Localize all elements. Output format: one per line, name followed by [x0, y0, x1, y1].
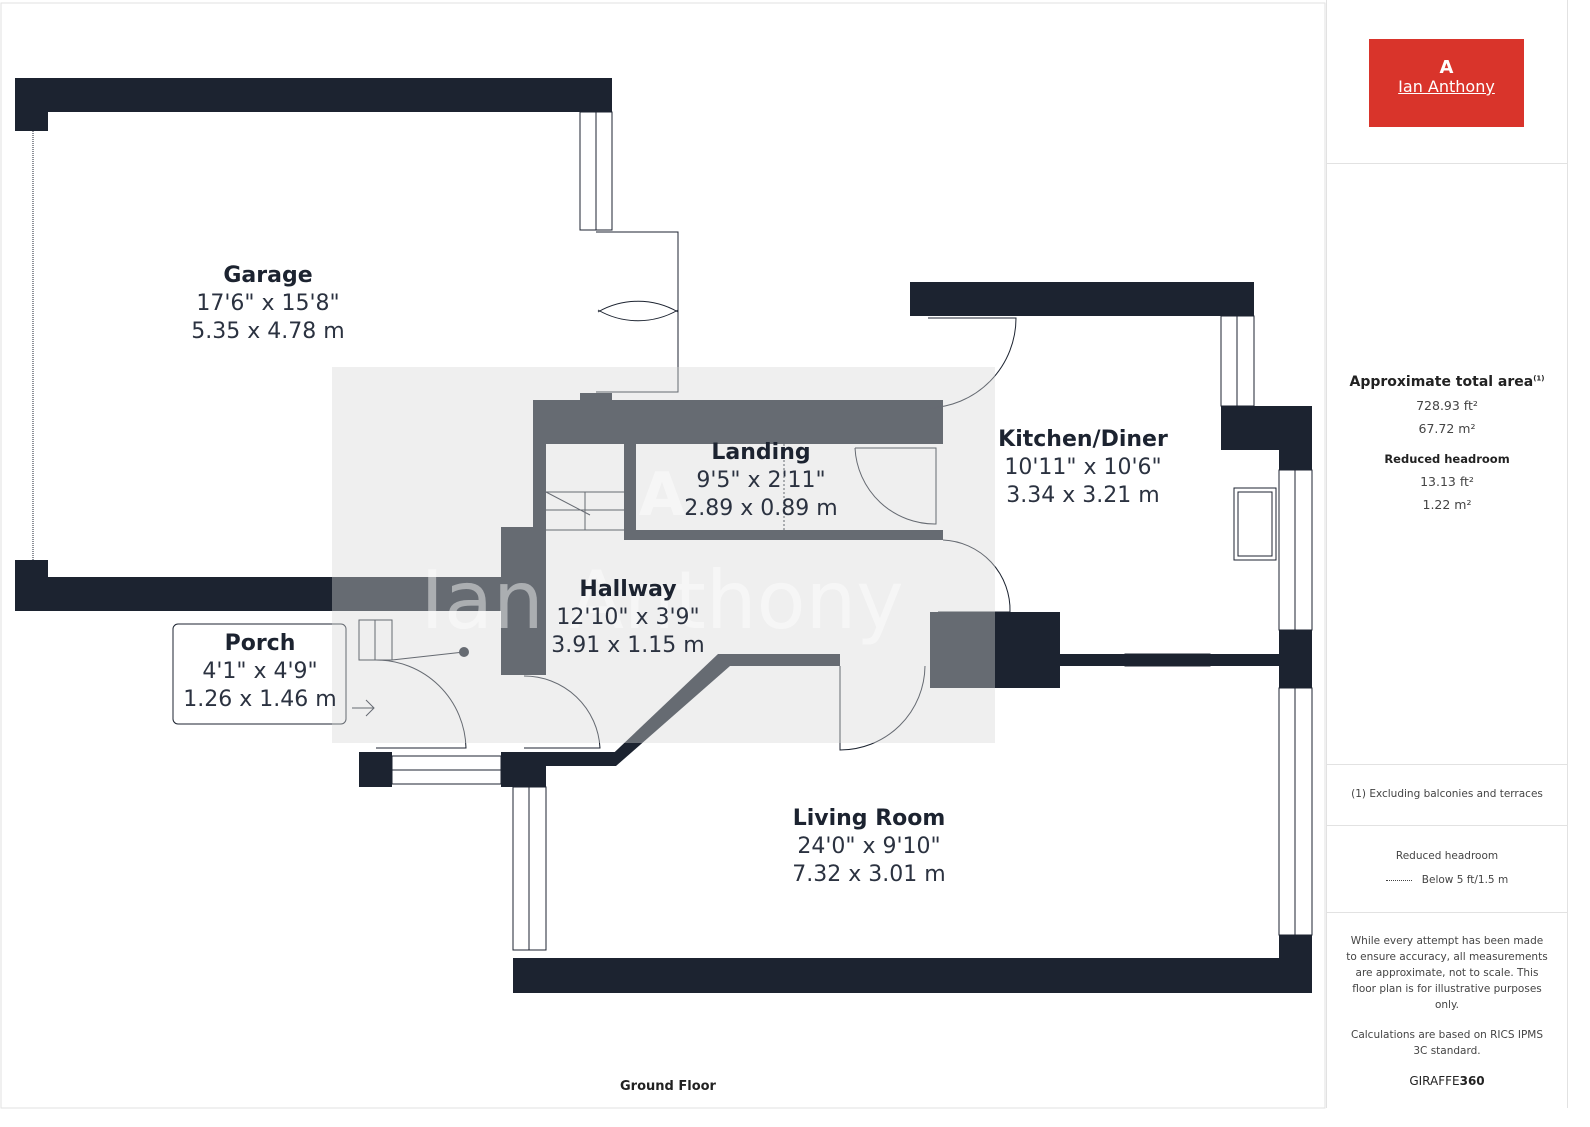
legend-title: Reduced headroom	[1395, 850, 1499, 862]
reduced-area-ft: 13.13 ft²	[1420, 474, 1474, 489]
floor-label: Ground Floor	[620, 1079, 716, 1094]
disclaimer: While every attempt has been made to ens…	[1346, 935, 1548, 1011]
walls	[15, 78, 1312, 993]
area-section: Approximate total area(1) 728.93 ft² 67.…	[1327, 164, 1567, 765]
svg-text:A: A	[639, 460, 686, 530]
provider-number: 360	[1459, 1074, 1485, 1088]
provider-name: GIRAFFE	[1409, 1074, 1460, 1088]
logo-section: A Ian Anthony	[1327, 0, 1567, 164]
logo-mark-icon: A	[1439, 57, 1454, 78]
brand-name: Ian Anthony	[1398, 77, 1495, 96]
svg-text:Ian Anthony: Ian Anthony	[420, 554, 903, 647]
total-area-m: 67.72 m²	[1418, 421, 1476, 436]
dotted-line-icon	[1385, 879, 1412, 881]
info-sidebar: A Ian Anthony Approximate total area(1) …	[1326, 0, 1568, 1108]
legend-item: Below 5 ft/1.5 m	[1421, 874, 1509, 886]
windows-doors	[32, 111, 1313, 951]
total-area-title: Approximate total area(1)	[1349, 374, 1545, 390]
reduced-area-m: 1.22 m²	[1422, 497, 1472, 512]
watermark-area	[332, 367, 995, 743]
legend-section: Reduced headroom Below 5 ft/1.5 m	[1327, 826, 1567, 913]
footnote: (1) Excluding balconies and terraces	[1327, 765, 1567, 826]
floor-plan-drawing: A Ian Anthony	[0, 2, 1326, 1109]
reduced-headroom-title: Reduced headroom	[1384, 452, 1510, 466]
disclaimer-section: While every attempt has been made to ens…	[1327, 913, 1567, 1108]
calc-note: Calculations are based on RICS IPMS 3C s…	[1350, 1029, 1544, 1057]
watermark-logo: A Ian Anthony	[420, 460, 903, 647]
total-area-ft: 728.93 ft²	[1416, 398, 1478, 413]
brand-logo: A Ian Anthony	[1369, 39, 1524, 127]
